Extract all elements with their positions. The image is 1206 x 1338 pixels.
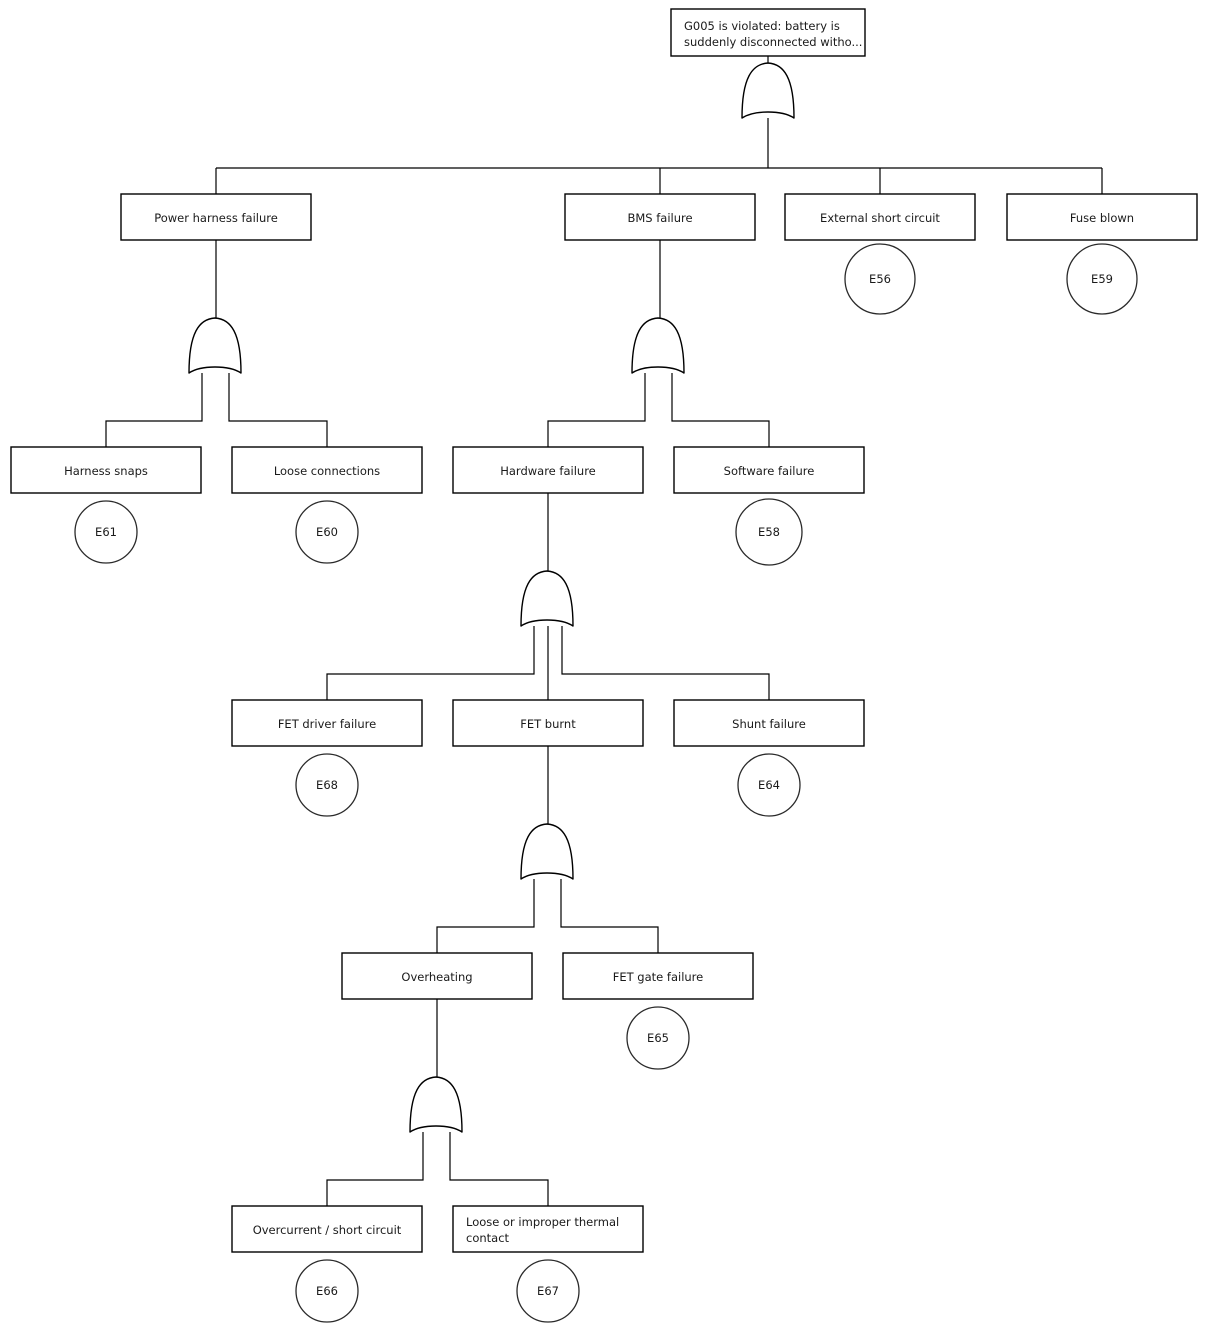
basic-event-e65-label: E65 xyxy=(647,1031,669,1045)
basic-event-e68-label: E68 xyxy=(316,778,338,792)
gate-layer xyxy=(188,62,795,1133)
node-shunt-failure-label: Shunt failure xyxy=(732,717,806,731)
or-gate-overheating xyxy=(409,1076,463,1133)
node-fet-gate-failure[interactable]: FET gate failure xyxy=(562,952,754,1000)
basic-event-e66[interactable]: E66 xyxy=(295,1259,359,1323)
basic-event-e61[interactable]: E61 xyxy=(74,500,138,564)
basic-event-e60-label: E60 xyxy=(316,525,338,539)
or-gate-hardware xyxy=(520,570,574,627)
basic-event-e61-label: E61 xyxy=(95,525,117,539)
node-top-event-label-line2: suddenly disconnected witho... xyxy=(684,35,862,49)
basic-event-e65[interactable]: E65 xyxy=(626,1006,690,1070)
node-thermal-contact-label-line1: Loose or improper thermal xyxy=(466,1215,619,1229)
basic-event-e56-label: E56 xyxy=(869,272,891,286)
basic-event-e59[interactable]: E59 xyxy=(1066,243,1138,315)
node-fet-driver-failure[interactable]: FET driver failure xyxy=(231,699,423,747)
node-harness-snaps[interactable]: Harness snaps xyxy=(10,446,202,494)
edge-bus-bms xyxy=(547,373,770,447)
node-software-failure[interactable]: Software failure xyxy=(673,446,865,494)
node-fet-gate-failure-label: FET gate failure xyxy=(613,970,703,984)
node-thermal-contact-label-line2: contact xyxy=(466,1231,510,1245)
or-gate-bms xyxy=(631,317,685,374)
node-thermal-contact[interactable]: Loose or improper thermal contact xyxy=(452,1205,644,1253)
node-top-event[interactable]: G005 is violated: battery is suddenly di… xyxy=(670,8,866,57)
connector-layer xyxy=(105,56,1103,1206)
edge-bus-overheating xyxy=(326,1132,549,1206)
node-overcurrent-short-circuit[interactable]: Overcurrent / short circuit xyxy=(231,1205,423,1253)
node-bms-failure[interactable]: BMS failure xyxy=(564,193,756,241)
edge-bus-top xyxy=(215,118,1103,194)
basic-event-e58-label: E58 xyxy=(758,525,780,539)
or-gate-power-harness xyxy=(188,317,242,374)
or-gate-top xyxy=(741,62,795,119)
basic-event-e64[interactable]: E64 xyxy=(737,753,801,817)
node-power-harness-failure[interactable]: Power harness failure xyxy=(120,193,312,241)
node-overcurrent-short-circuit-label: Overcurrent / short circuit xyxy=(253,1223,402,1237)
node-fet-burnt-label: FET burnt xyxy=(520,717,576,731)
basic-event-e58[interactable]: E58 xyxy=(735,498,803,566)
node-external-short-circuit[interactable]: External short circuit xyxy=(784,193,976,241)
edge-bus-hardware xyxy=(326,626,770,700)
node-fet-burnt[interactable]: FET burnt xyxy=(452,699,644,747)
basic-event-e60[interactable]: E60 xyxy=(295,500,359,564)
node-hardware-failure[interactable]: Hardware failure xyxy=(452,446,644,494)
node-overheating[interactable]: Overheating xyxy=(341,952,533,1000)
basic-event-e64-label: E64 xyxy=(758,778,780,792)
node-fuse-blown[interactable]: Fuse blown xyxy=(1006,193,1198,241)
basic-event-e68[interactable]: E68 xyxy=(295,753,359,817)
node-layer: G005 is violated: battery is suddenly di… xyxy=(10,8,1198,1253)
node-power-harness-failure-label: Power harness failure xyxy=(154,211,278,225)
node-external-short-circuit-label: External short circuit xyxy=(820,211,940,225)
or-gate-fet-burnt xyxy=(520,823,574,880)
basic-event-e59-label: E59 xyxy=(1091,272,1113,286)
node-software-failure-label: Software failure xyxy=(724,464,815,478)
node-bms-failure-label: BMS failure xyxy=(627,211,692,225)
node-top-event-label-line1: G005 is violated: battery is xyxy=(684,19,840,33)
basic-event-e67-label: E67 xyxy=(537,1284,559,1298)
basic-event-layer: E56 E59 E61 E60 E58 E68 E64 E65 xyxy=(74,243,1138,1323)
node-fuse-blown-label: Fuse blown xyxy=(1070,211,1134,225)
node-overheating-label: Overheating xyxy=(401,970,472,984)
node-loose-connections-label: Loose connections xyxy=(274,464,380,478)
basic-event-e67[interactable]: E67 xyxy=(516,1259,580,1323)
edge-bus-harness xyxy=(105,373,328,447)
node-hardware-failure-label: Hardware failure xyxy=(500,464,596,478)
node-fet-driver-failure-label: FET driver failure xyxy=(278,717,376,731)
basic-event-e56[interactable]: E56 xyxy=(844,243,916,315)
edge-bus-fetburnt xyxy=(436,879,659,953)
basic-event-e66-label: E66 xyxy=(316,1284,338,1298)
node-loose-connections[interactable]: Loose connections xyxy=(231,446,423,494)
node-harness-snaps-label: Harness snaps xyxy=(64,464,148,478)
node-shunt-failure[interactable]: Shunt failure xyxy=(673,699,865,747)
